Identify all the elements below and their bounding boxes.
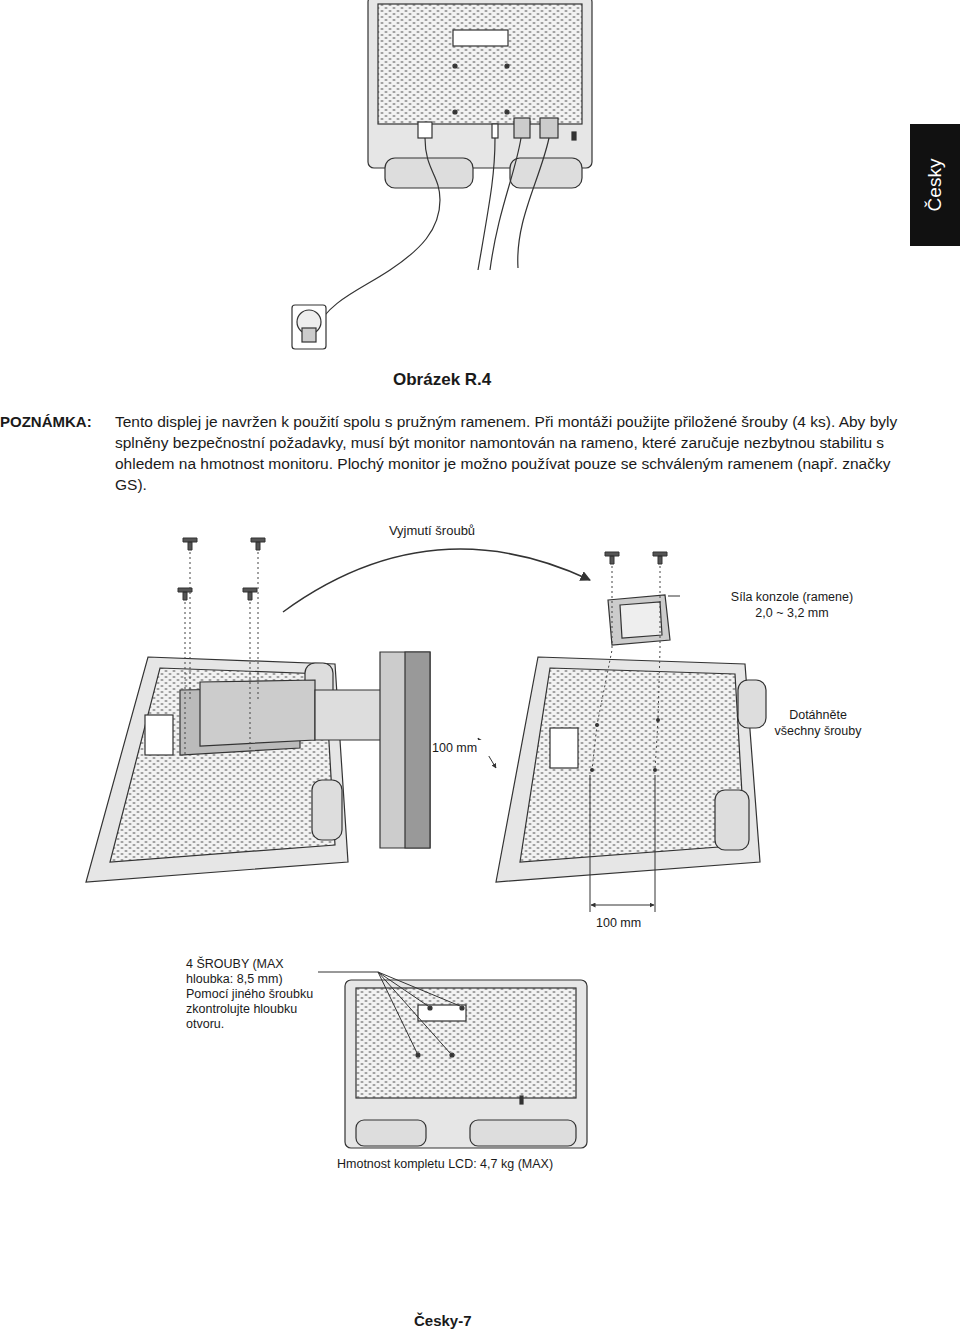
curved-arrow [283, 549, 590, 612]
weight-note: Hmotnost kompletu LCD: 4,7 kg (MAX) [337, 1156, 597, 1172]
instruction-label: Dotáhněte všechny šrouby [768, 707, 868, 740]
screw-holes [590, 718, 660, 772]
dimension-label: 100 mm [432, 740, 492, 756]
dimension-label: 100 mm [596, 915, 656, 931]
monitor-with-bracket [496, 595, 766, 882]
monitor-back-holes [345, 980, 587, 1148]
figure-caption: Obrázek R.4 [393, 369, 491, 391]
page-number: Česky-7 [414, 1311, 514, 1331]
monitor-back-cables [292, 0, 592, 349]
dimension-label: Síla konzole (ramene) 2,0 ~ 3,2 mm [722, 589, 862, 622]
monitor-with-stand [86, 652, 430, 882]
screw-note: 4 ŠROUBY (MAX hloubka: 8,5 mm) Pomocí ji… [186, 957, 318, 1032]
note-heading: POZNÁMKA: [0, 412, 120, 432]
dotted-guides [185, 552, 660, 770]
screws [178, 538, 667, 600]
step-label: Vyjmutí šroubů [372, 523, 492, 540]
tab-label: Česky [924, 159, 946, 212]
language-tab: Česky [910, 124, 960, 246]
note-text: Tento displej je navržen k použití spolu… [115, 412, 905, 496]
dimension-lines [478, 596, 680, 912]
